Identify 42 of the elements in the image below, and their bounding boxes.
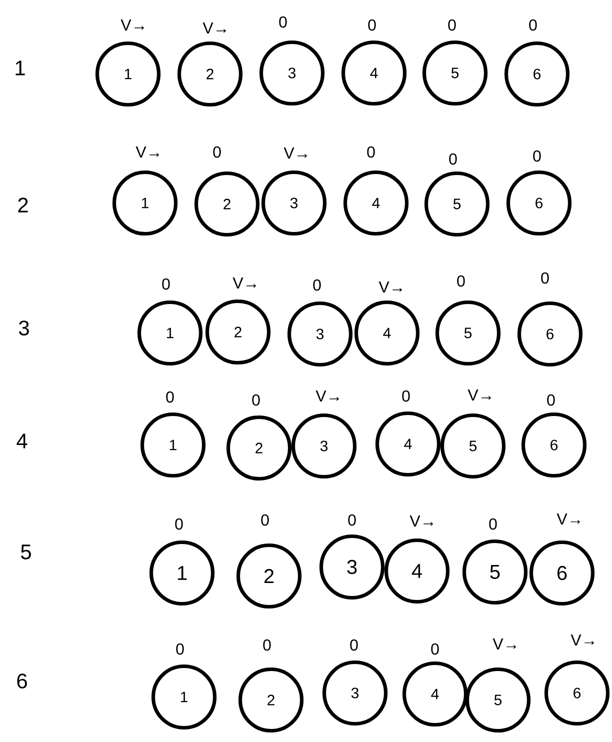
value-label: 0 [348, 514, 356, 526]
value-label: 0 [162, 278, 170, 290]
row-number: 4 [16, 434, 28, 448]
value-label: V→ [410, 516, 434, 526]
row-number: 5 [21, 544, 31, 560]
value-label: V→ [284, 148, 308, 158]
value-label: V→ [120, 20, 144, 30]
value-label: 0 [367, 146, 375, 158]
value-label: V→ [316, 390, 340, 402]
value-label: V→ [378, 282, 402, 292]
value-label: 0 [431, 643, 439, 655]
value-label: V→ [468, 390, 492, 400]
value-label: 0 [252, 394, 260, 406]
value-label: 0 [263, 639, 271, 651]
value-label: 0 [457, 275, 465, 287]
value-label: 0 [261, 514, 269, 526]
value-label: 0 [533, 150, 541, 162]
value-label: 0 [547, 394, 555, 406]
value-label: 0 [489, 518, 497, 530]
value-label: 0 [166, 391, 174, 403]
value-label: 0 [350, 639, 358, 651]
value-label: 0 [368, 19, 376, 31]
value-label: V→ [232, 278, 256, 288]
value-label: 0 [402, 390, 410, 402]
value-label: 0 [449, 153, 457, 165]
value-label: 0 [213, 146, 221, 158]
value-label: 0 [313, 279, 321, 291]
value-label: 0 [541, 272, 549, 284]
value-label: V→ [136, 146, 160, 158]
row-number: 3 [18, 320, 29, 336]
row-number: 2 [18, 198, 28, 212]
row-number: 1 [16, 60, 25, 76]
value-label: 0 [448, 19, 456, 31]
value-label: 0 [279, 16, 287, 28]
value-label: 0 [176, 643, 184, 655]
value-label: V→ [570, 634, 594, 646]
value-label: 0 [529, 19, 537, 31]
value-label: V→ [492, 638, 516, 650]
row-number: 6 [17, 674, 27, 688]
value-label: V→ [556, 514, 580, 524]
value-label: V→ [202, 22, 226, 34]
value-label: 0 [175, 518, 183, 530]
